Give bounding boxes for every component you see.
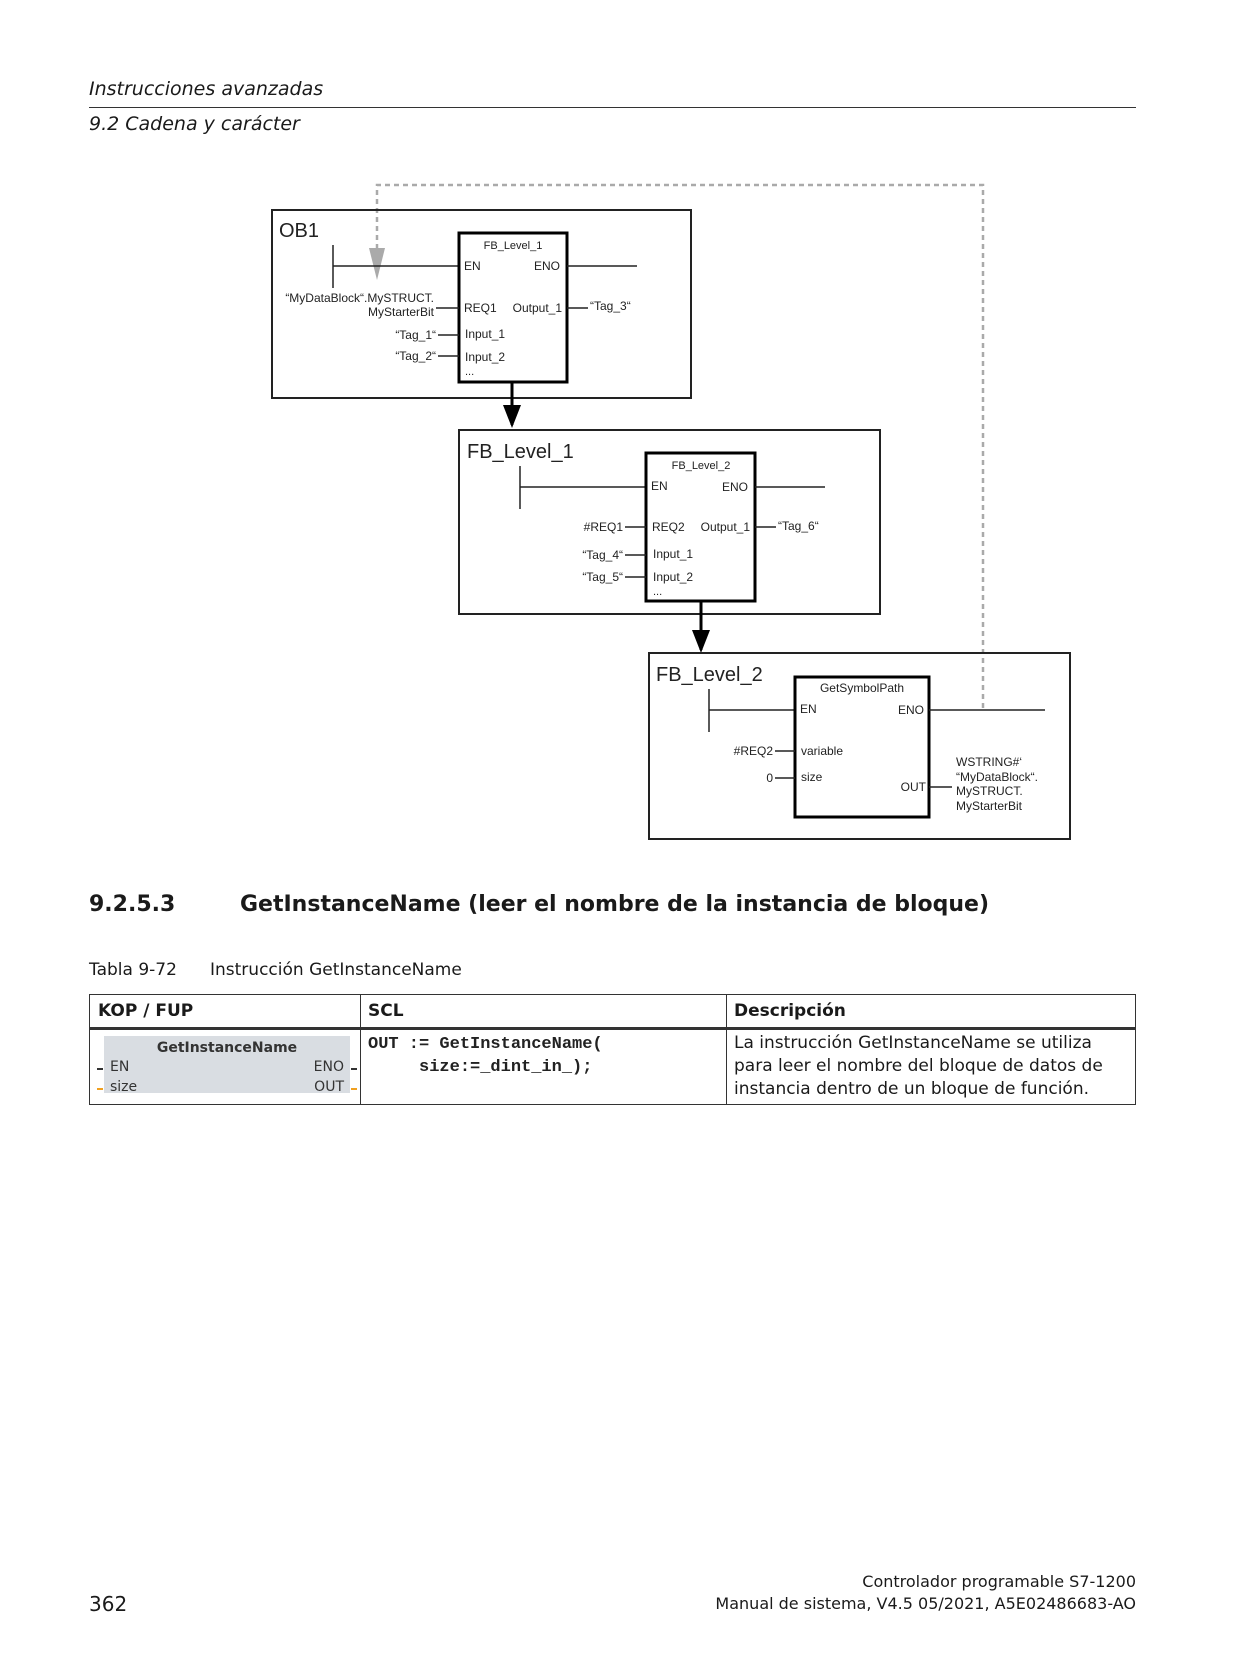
fb2-size-tag: 0: [766, 771, 773, 785]
fb1-more: ...: [653, 586, 662, 598]
ob1-frame: [271, 209, 692, 399]
ob1-out-pin: Output_1: [513, 301, 563, 315]
ob1-en: EN: [464, 259, 481, 273]
ob1-in1-pin: Input_1: [465, 327, 505, 341]
ob1-out-tag: “Tag_3“: [590, 299, 631, 313]
ob1-more: ...: [465, 366, 474, 378]
fb2-var-pin: variable: [801, 744, 843, 758]
table-header-description: Descripción: [734, 1001, 846, 1021]
fb1-in2-tag: “Tag_5“: [582, 570, 623, 584]
kop-block-graphic: GetInstanceName EN size ENO OUT: [104, 1036, 350, 1095]
header-row-divider: [90, 1027, 1135, 1030]
fb1-in2-pin: Input_2: [653, 570, 693, 584]
column-divider: [360, 995, 361, 1104]
fb1-in1-pin: Input_1: [653, 547, 693, 561]
fb2-result-line4: MyStarterBit: [956, 799, 1023, 813]
fb1-en: EN: [651, 479, 668, 493]
kop-eno-stub: [351, 1068, 357, 1070]
kop-en-stub: [97, 1068, 103, 1070]
ob1-req-tag-line2: MyStarterBit: [368, 305, 435, 319]
footer-manual: Manual de sistema, V4.5 05/2021, A5E0248…: [715, 1594, 1136, 1613]
kop-pin-en: EN: [110, 1059, 130, 1075]
kop-block-title: GetInstanceName: [156, 1040, 298, 1056]
ob1-eno: ENO: [534, 259, 560, 273]
fb2-result-line2: “MyDataBlock“.: [956, 770, 1038, 784]
table-header-kop: KOP / FUP: [98, 1001, 194, 1021]
getsymbolpath-box: [793, 675, 931, 819]
footer-product: Controlador programable S7-1200: [862, 1572, 1136, 1591]
ob1-in1-tag: “Tag_1“: [395, 328, 436, 342]
kop-pin-eno: ENO: [313, 1059, 344, 1075]
running-header-chapter: Instrucciones avanzadas: [89, 78, 324, 100]
instruction-table: KOP / FUP SCL Descripción GetInstanceNam…: [89, 994, 1136, 1105]
kop-out-stub: [351, 1088, 357, 1090]
fb2-eno: ENO: [898, 703, 924, 717]
call-hierarchy-diagram: OB1 FB_Level_1 EN ENO “MyDataBlock“.MyST…: [271, 183, 1071, 840]
fb2-en: EN: [800, 702, 817, 716]
reference-dashed-line: [375, 183, 985, 708]
reference-arrow-head: [369, 248, 385, 280]
fb2-result-line3: MySTRUCT.: [956, 784, 1023, 798]
header-rule: [89, 107, 1136, 108]
fb1-eno: ENO: [722, 480, 748, 494]
ob1-title: OB1: [279, 220, 319, 242]
table-caption-number: Tabla 9-72: [89, 960, 177, 980]
column-divider: [726, 995, 727, 1104]
description-text: La instrucción GetInstanceName se utiliz…: [734, 1033, 1103, 1099]
fb1-req-pin: REQ2: [652, 520, 685, 534]
fb2-block-name: GetSymbolPath: [820, 681, 904, 695]
running-header-section: 9.2 Cadena y carácter: [89, 113, 300, 135]
fb1-out-tag: “Tag_6“: [778, 519, 819, 533]
fb2-out-pin: OUT: [901, 780, 927, 794]
fb2-var-tag: #REQ2: [734, 744, 774, 758]
section-number: 9.2.5.3: [89, 892, 176, 917]
scl-code: OUT := GetInstanceName( size:=_dint_in_)…: [368, 1035, 603, 1077]
fb1-req-tag: #REQ1: [584, 520, 624, 534]
ob1-req-pin: REQ1: [464, 301, 497, 315]
fb1-title: FB_Level_1: [467, 441, 574, 463]
fb-level-1-call-box: [457, 231, 569, 384]
table-header-scl: SCL: [368, 1001, 404, 1021]
table-caption-text: Instrucción GetInstanceName: [210, 960, 462, 980]
ob1-in2-tag: “Tag_2“: [395, 349, 436, 363]
fb1-out-pin: Output_1: [701, 520, 751, 534]
page-number: 362: [89, 1592, 128, 1616]
fb-level-1-frame: [458, 429, 881, 615]
ob1-req-tag-line1: “MyDataBlock“.MySTRUCT.: [285, 291, 434, 305]
kop-pin-size: size: [110, 1079, 138, 1095]
kop-size-stub: [97, 1088, 103, 1090]
fb2-result-line1: WSTRING#‘: [956, 755, 1022, 769]
fb1-block-name: FB_Level_2: [672, 460, 731, 472]
fb2-size-pin: size: [801, 770, 823, 784]
fb-level-2-frame: [648, 652, 1071, 840]
fb1-in1-tag: “Tag_4“: [582, 548, 623, 562]
ob1-block-name: FB_Level_1: [484, 240, 543, 252]
fb2-title: FB_Level_2: [656, 664, 763, 686]
ob1-in2-pin: Input_2: [465, 350, 505, 364]
kop-pin-out: OUT: [314, 1079, 344, 1095]
section-title: GetInstanceName (leer el nombre de la in…: [240, 892, 990, 917]
